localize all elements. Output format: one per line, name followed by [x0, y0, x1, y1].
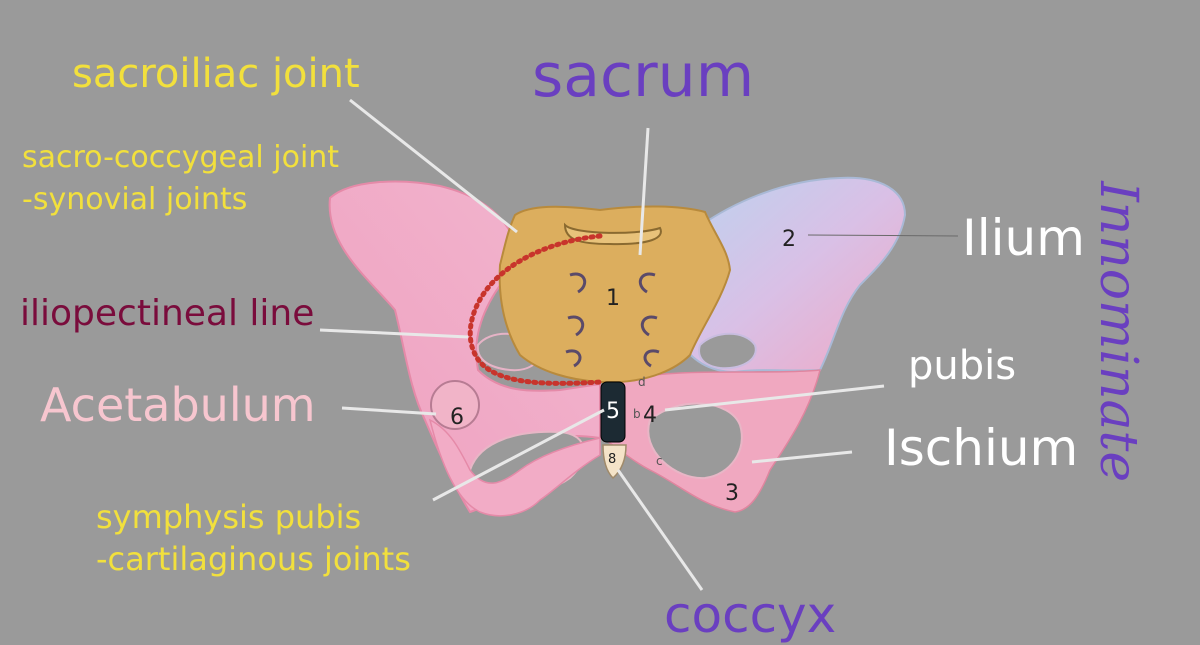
label-iliopectineal-line: iliopectineal line — [20, 292, 314, 335]
number-3: 3 — [725, 481, 739, 506]
label-synovial-joints: -synovial joints — [22, 182, 247, 218]
label-ilium: Ilium — [962, 208, 1085, 268]
label-ischium: Ischium — [884, 418, 1078, 478]
small-letter-c: c — [656, 454, 663, 468]
small-letter-d: d — [638, 375, 646, 389]
right-pelvic-opening — [699, 334, 756, 369]
number-2: 2 — [782, 227, 796, 252]
number-5: 5 — [606, 399, 620, 424]
number-6: 6 — [450, 405, 464, 430]
label-coccyx: coccyx — [664, 585, 836, 645]
label-acetabulum: Acetabulum — [40, 378, 316, 433]
small-letter-b: b — [633, 407, 641, 421]
label-sacroiliac-joint: sacroiliac joint — [72, 50, 360, 98]
label-pubis: pubis — [908, 342, 1016, 390]
label-innominate: Innominate — [1087, 181, 1149, 481]
number-8: 8 — [608, 452, 616, 467]
label-cartilaginous-joints: -cartilaginous joints — [96, 540, 411, 578]
number-1: 1 — [606, 286, 620, 311]
number-4: 4 — [643, 403, 657, 428]
label-sacrum: sacrum — [532, 40, 754, 112]
label-sacrococcygeal-joint: sacro-coccygeal joint — [22, 140, 339, 176]
label-symphysis-pubis: symphysis pubis — [96, 498, 361, 536]
